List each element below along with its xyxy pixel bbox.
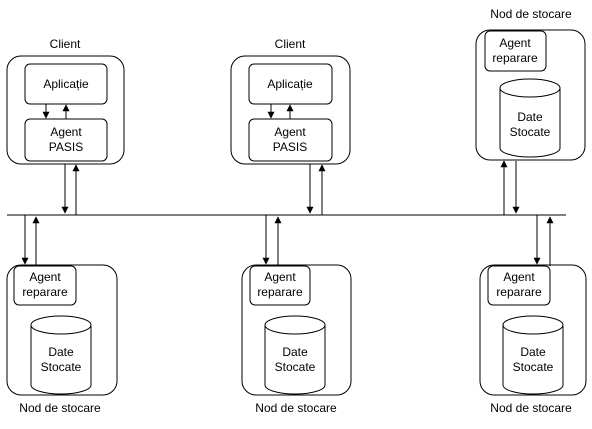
storage-node-title: Nod de stocare <box>255 401 337 415</box>
data-store-label-1: Date <box>282 345 308 359</box>
client-title: Client <box>275 37 306 51</box>
repair-agent-label-2: reparare <box>257 285 303 299</box>
repair-agent-box <box>484 30 547 72</box>
application-box <box>248 63 333 105</box>
storage-node-title: Nod de stocare <box>490 401 572 415</box>
storage-node-bottom-left: Agent reparare Date Stocate Nod de stoca… <box>6 264 118 415</box>
data-store-label-2: Stocate <box>275 360 316 374</box>
pasis-agent-label-2: PASIS <box>49 140 83 154</box>
repair-agent-label-2: reparare <box>22 285 68 299</box>
data-store-label-1: Date <box>517 110 543 124</box>
repair-agent-label-1: Agent <box>499 36 531 50</box>
data-store-label-2: Stocate <box>41 360 82 374</box>
repair-agent-box <box>249 265 311 306</box>
client-node-2: Client Aplicație Agent PASIS <box>230 37 351 165</box>
data-store-label-1: Date <box>48 345 74 359</box>
repair-agent-label-1: Agent <box>264 270 296 284</box>
data-store-label-1: Date <box>520 345 546 359</box>
storage-node-title: Nod de stocare <box>490 7 572 21</box>
client-title: Client <box>50 37 81 51</box>
application-label: Aplicație <box>267 77 313 91</box>
repair-agent-box <box>487 265 551 306</box>
data-store-cylinder <box>502 315 564 395</box>
data-store-cylinder <box>30 315 92 395</box>
pasis-agent-label-2: PASIS <box>273 140 307 154</box>
application-label: Aplicație <box>43 77 89 91</box>
application-box <box>24 63 108 105</box>
repair-agent-label-1: Agent <box>503 270 535 284</box>
client-node-1: Client Aplicație Agent PASIS <box>6 37 125 165</box>
storage-node-bottom-center: Agent reparare Date Stocate Nod de stoca… <box>241 264 352 415</box>
pasis-agent-label-1: Agent <box>50 125 82 139</box>
data-store-label-2: Stocate <box>513 360 554 374</box>
data-store-cylinder <box>264 315 326 395</box>
data-store-label-2: Stocate <box>510 125 551 139</box>
storage-node-top-right: Nod de stocare Agent reparare Date Stoca… <box>475 7 586 161</box>
storage-node-bottom-right: Agent reparare Date Stocate Nod de stoca… <box>479 264 587 415</box>
data-store-cylinder <box>499 78 561 158</box>
repair-agent-label-2: reparare <box>496 285 542 299</box>
repair-agent-label-2: reparare <box>492 51 538 65</box>
repair-agent-label-1: Agent <box>29 270 61 284</box>
repair-agent-box <box>13 265 77 306</box>
storage-node-title: Nod de stocare <box>19 401 101 415</box>
pasis-agent-label-1: Agent <box>274 125 306 139</box>
